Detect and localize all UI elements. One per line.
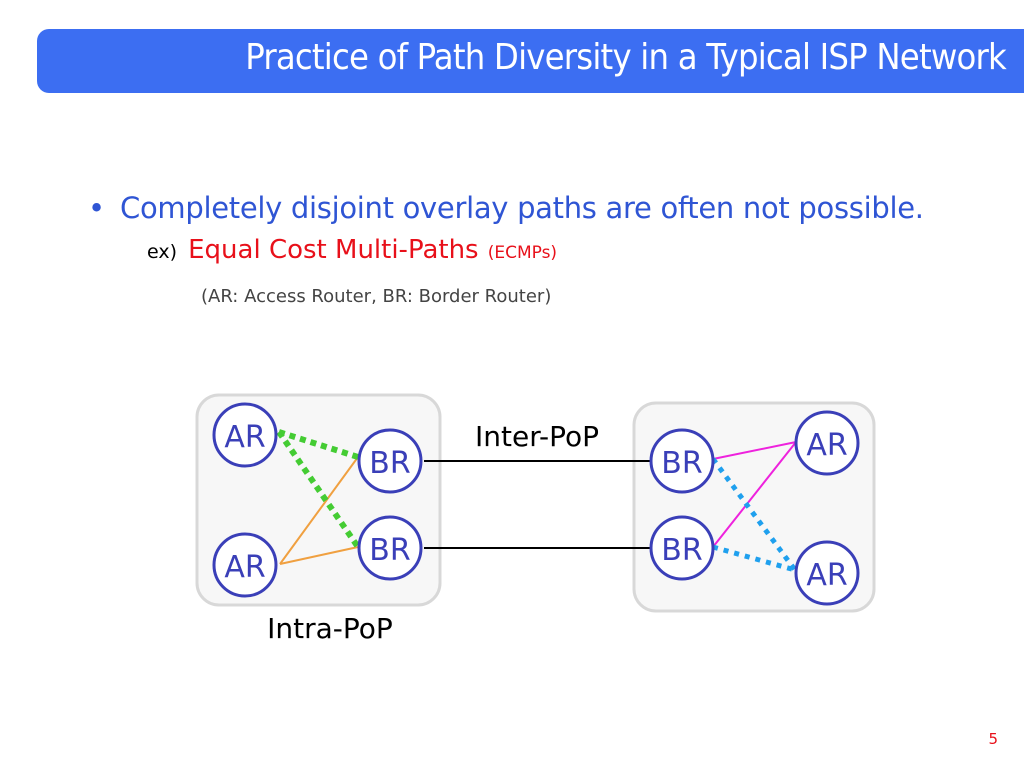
node-label: BR [661, 533, 702, 568]
node-label: AR [806, 428, 847, 463]
title-bar: Practice of Path Diversity in a Typical … [37, 29, 1024, 93]
example-abbreviation: (ECMPs) [487, 243, 558, 263]
bullet-text: Completely disjoint overlay paths are of… [120, 191, 924, 225]
node-label: BR [369, 446, 410, 481]
example-prefix: ex) [147, 241, 178, 263]
magenta-path-br-top [712, 441, 797, 460]
example-line: ex) Equal Cost Multi-Paths (ECMPs) [147, 235, 557, 265]
orange-path-to-br-bottom [279, 546, 359, 565]
intra-pop-label: Intra-PoP [267, 612, 393, 645]
bullet-point: • Completely disjoint overlay paths are o… [88, 191, 924, 225]
blue-ecmp-path-br-bottom [712, 544, 796, 573]
blue-ecmp-path-br-top [710, 457, 798, 572]
router-legend: (AR: Access Router, BR: Border Router) [201, 286, 552, 307]
node-left-ar-top: AR [212, 402, 278, 468]
node-right-br-top: BR [649, 428, 715, 494]
node-label: AR [806, 558, 847, 593]
slide-title: Practice of Path Diversity in a Typical … [245, 37, 1007, 78]
node-right-br-bottom: BR [649, 515, 715, 581]
node-left-ar-bottom: AR [212, 532, 278, 598]
node-label: AR [224, 550, 265, 585]
node-label: AR [224, 420, 265, 455]
example-main-text: Equal Cost Multi-Paths [188, 235, 479, 265]
magenta-path-br-bottom [712, 441, 797, 548]
node-right-ar-bottom: AR [794, 540, 860, 606]
page-number: 5 [988, 730, 998, 748]
green-ecmp-path-to-br-top [278, 429, 359, 460]
green-ecmp-path-to-br-bottom [276, 430, 361, 549]
node-right-ar-top: AR [794, 410, 860, 476]
node-label: BR [369, 533, 410, 568]
node-label: BR [661, 446, 702, 481]
bullet-marker: • [88, 191, 105, 225]
node-left-br-bottom: BR [357, 515, 423, 581]
inter-pop-label: Inter-PoP [475, 420, 599, 453]
orange-path-to-br-top [279, 456, 359, 565]
node-left-br-top: BR [357, 428, 423, 494]
